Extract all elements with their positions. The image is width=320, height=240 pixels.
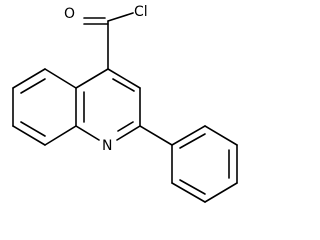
c5-c6-inner-double-bond (20, 78, 46, 94)
quinoline-ring-system (12, 68, 141, 146)
c2-n1-bond (116, 125, 141, 141)
phenyl-c5-c6-inner-double-bond (179, 179, 206, 195)
phenyl-group (139, 125, 238, 203)
c8-c8a-bond (44, 125, 77, 146)
c2-n1-inner-double-bond (117, 121, 134, 132)
phenyl-c1-c2-inner-double-bond (179, 133, 206, 149)
quinoline-to-phenyl-bond (139, 125, 173, 146)
c7-c8-inner-double-bond (20, 121, 46, 137)
c5-c6-bond (12, 68, 46, 89)
phenyl-c5-c6-bond (171, 182, 206, 203)
carbonyl-carbon-chlorine-bond (107, 12, 134, 22)
oxygen-atom-label: O (64, 6, 75, 22)
chlorine-atom-label: Cl (134, 4, 148, 20)
phenyl-c2-c3-bond (204, 125, 238, 146)
nitrogen-atom-label: N (102, 138, 112, 154)
c4-c3-inner-double-bond (112, 78, 135, 92)
n1-c8a-bond (75, 125, 100, 141)
phenyl-c4-c5-bond (204, 182, 238, 203)
phenyl-c1-c2-bond (171, 125, 206, 146)
acyl-chloride-group (83, 12, 134, 70)
c4a-c4-bond (75, 68, 109, 89)
chemical-structure-diagram: O Cl N (12, 4, 238, 203)
c4-c3-bond (107, 68, 141, 89)
c4a-c5-bond (44, 68, 77, 89)
c7-c8-bond (12, 125, 46, 146)
